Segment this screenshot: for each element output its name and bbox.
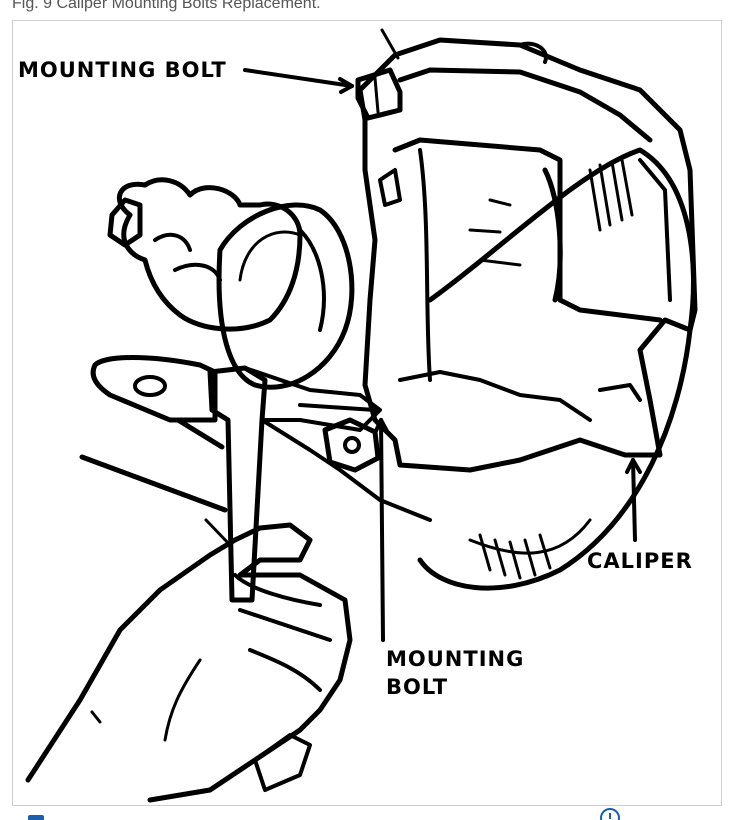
- top-bolt-arrow: [338, 77, 354, 94]
- lower-bolt-arrow: [373, 418, 390, 435]
- caliper-housing: [357, 37, 698, 473]
- hand-finger-2: [238, 608, 332, 642]
- ground-line: [79, 454, 228, 513]
- lower-bolt-center: [343, 436, 361, 454]
- top-bolt-leader: [243, 68, 354, 88]
- top-pointer-line: [380, 28, 400, 60]
- wrench-jaw: [243, 366, 382, 432]
- rotor-vents-top: [588, 158, 634, 232]
- hand-crease: [163, 658, 202, 742]
- caliper-leader: [631, 458, 637, 542]
- hub: [216, 202, 355, 390]
- hub-inner: [298, 228, 326, 332]
- hand-grip-line: [204, 518, 232, 547]
- caliper-face: [392, 137, 663, 323]
- top-bolt-head-line: [373, 76, 380, 114]
- info-icon[interactable]: [600, 808, 620, 820]
- figure-frame: [12, 20, 722, 806]
- hand-thumb: [253, 733, 312, 792]
- label-caliper: CALIPER: [587, 549, 693, 573]
- footer-bar: [0, 806, 740, 820]
- ground-line-2: [175, 417, 225, 450]
- cv-boot: [116, 177, 303, 332]
- label-bottom-line2: BOLT: [386, 675, 449, 700]
- hand-finger-3: [248, 648, 322, 692]
- document-icon[interactable]: [28, 815, 44, 820]
- caliper-boss: [518, 41, 548, 64]
- lower-mounting-bolt: [322, 417, 381, 473]
- rotor-vents: [478, 533, 552, 580]
- caliper-detail-1: [468, 198, 522, 267]
- caliper-side-line: [418, 148, 432, 382]
- label-bottom-line1: MOUNTING: [386, 647, 525, 671]
- cv-boot-fold-2: [173, 262, 222, 282]
- cv-boot-fold: [153, 232, 192, 252]
- top-mounting-bolt: [355, 67, 403, 121]
- caliper-top-notch: [378, 168, 402, 207]
- caliper-top-ridge: [397, 67, 653, 143]
- steering-arm: [90, 355, 218, 423]
- lower-bolt-shaft: [298, 403, 377, 412]
- rotor-edge-inner: [468, 518, 592, 555]
- label-top-mounting-bolt: MOUNTING BOLT: [18, 58, 227, 82]
- caliper-arrow: [625, 458, 642, 474]
- wrench-shaft: [260, 418, 432, 522]
- caliper-lower-bracket: [398, 370, 592, 422]
- axle-nut: [107, 197, 143, 248]
- figure-caption: Fig. 9 Caliper Mounting Bolts Replacemen…: [12, 0, 321, 12]
- steering-arm-hole: [133, 375, 167, 397]
- hand: [25, 522, 353, 803]
- caliper-edge-right: [638, 158, 672, 302]
- wrist-line: [90, 710, 102, 724]
- caliper-detail-2: [598, 383, 642, 402]
- hub-ring: [238, 230, 302, 282]
- hand-finger-1: [233, 573, 322, 607]
- caliper-piston-bore: [542, 167, 563, 303]
- label-bottom-mounting-bolt: MOUNTING BOLT: [386, 645, 524, 702]
- lower-bolt-leader: [379, 418, 385, 642]
